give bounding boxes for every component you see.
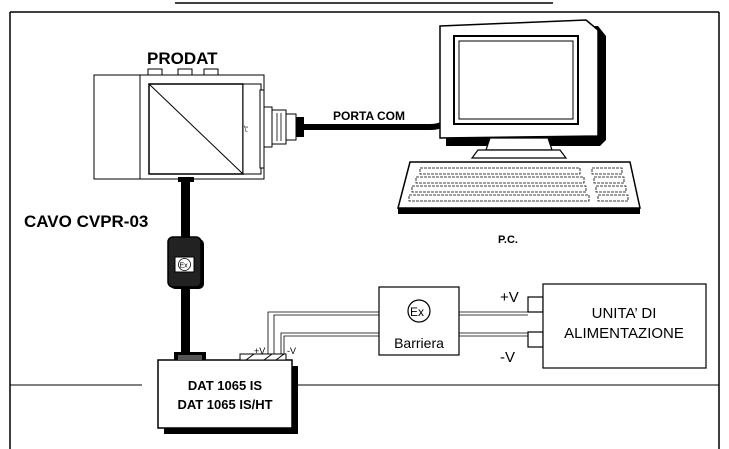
svg-text:⌐r: ⌐r [243, 125, 250, 132]
terminal-plus [527, 296, 544, 313]
ex-icon [178, 258, 191, 271]
prodat-label: PRODAT [147, 49, 218, 68]
device-label-line2: DAT 1065 IS/HT [177, 397, 272, 412]
svg-text:Ex: Ex [410, 305, 424, 319]
device-label-line1: DAT 1065 IS [188, 378, 263, 393]
cable-label: CAVO CVPR-03 [24, 212, 148, 231]
barrier-ex-icon [407, 299, 431, 323]
power-unit-box [542, 283, 707, 369]
prodat-device: ⌐r [93, 68, 265, 182]
device-minus-v-label: -V [287, 346, 296, 356]
power-unit-line2: ALIMENTAZIONE [564, 325, 684, 342]
plus-v-label: +V [500, 289, 519, 306]
dat-device [157, 352, 298, 434]
terminal-minus [527, 331, 544, 348]
com-port-label: PORTA COM [333, 109, 405, 123]
svg-text:Ex: Ex [180, 263, 189, 270]
db9-connector [263, 106, 304, 148]
cable-lower [181, 289, 190, 352]
device-plus-v-label: +V [254, 346, 265, 356]
pc-computer [397, 19, 641, 214]
supply-wires [267, 311, 528, 354]
minus-v-label: -V [500, 349, 515, 366]
power-unit-line1: UNITA’ DI [592, 305, 657, 322]
cable-upper [181, 182, 190, 237]
barrier-label: Barriera [394, 335, 444, 351]
barrier-box: Ex [378, 286, 460, 356]
cable-ex-module: Ex [167, 236, 204, 289]
pc-label: P.C. [498, 234, 518, 246]
